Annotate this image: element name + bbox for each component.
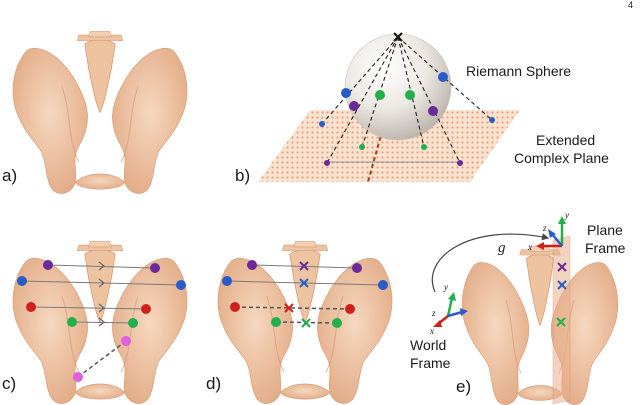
panel-label-d: d) xyxy=(206,374,221,393)
sagittal-plane xyxy=(552,235,571,405)
landmark-blue xyxy=(378,280,388,290)
landmark-purple xyxy=(43,260,53,270)
pelvis-model xyxy=(12,30,188,195)
landmark-links xyxy=(21,264,182,324)
sphere-point-green xyxy=(375,90,385,100)
landmark-blue xyxy=(176,280,186,290)
panel-label-a: a) xyxy=(2,166,17,185)
landmark-red xyxy=(141,304,151,314)
magenta-link xyxy=(77,340,127,378)
complex-plane-label-line1: Extended xyxy=(536,132,595,148)
landmark-blue xyxy=(17,276,27,286)
world-axis-z-label: z xyxy=(431,308,436,318)
sphere-point-blue xyxy=(341,88,351,98)
landmark-red xyxy=(230,302,240,312)
world-axis-y-label: y xyxy=(443,282,448,292)
world-frame-axes: y x z xyxy=(429,282,468,336)
projection-line xyxy=(326,36,399,164)
plane-point-green xyxy=(421,144,427,150)
plane-frame-label-line1: Plane xyxy=(587,222,623,238)
panel-e: g y x z y x z xyxy=(410,210,626,405)
plane-point-purple xyxy=(457,160,463,166)
landmark-purple xyxy=(247,260,257,270)
plane-point-purple xyxy=(324,160,330,166)
plane-point-blue xyxy=(489,117,495,123)
plane-point-green xyxy=(359,144,365,150)
midpoint-green xyxy=(301,318,311,328)
landmark-purple xyxy=(150,263,160,273)
landmark-magenta xyxy=(73,372,83,382)
plane-axis-z-label: z xyxy=(542,223,547,233)
plane-landmarks xyxy=(556,262,567,327)
pelvis-model xyxy=(461,245,619,405)
extended-complex-plane xyxy=(258,110,520,182)
midpoint-blue xyxy=(299,278,309,288)
sphere-point-green xyxy=(405,90,415,100)
world-axis-x-label: x xyxy=(429,326,434,336)
midpoint-markers xyxy=(284,261,311,328)
plane-mark-blue xyxy=(557,280,567,290)
transform-label: g xyxy=(498,240,506,256)
landmark-green xyxy=(271,317,281,327)
panel-d: d) xyxy=(206,240,393,405)
world-frame-label-line1: World xyxy=(410,337,446,353)
riemann-sphere-label: Riemann Sphere xyxy=(466,63,571,79)
direction-arrows xyxy=(98,261,105,327)
plane-frame-label-line2: Frame xyxy=(585,240,626,256)
landmark-green xyxy=(67,317,77,327)
panel-c: c) xyxy=(2,240,188,405)
plane-axis-y-label: y xyxy=(564,210,569,220)
complex-plane-label-line2: Complex Plane xyxy=(514,150,609,166)
landmark-magenta xyxy=(121,336,131,346)
panel-a: a) xyxy=(2,30,188,195)
plane-frame-axes: y x z xyxy=(527,210,569,252)
landmark-green xyxy=(128,318,138,328)
projection-line xyxy=(397,36,461,164)
world-axis-y xyxy=(446,297,454,317)
sphere-point-purple xyxy=(349,101,359,111)
world-axis-z xyxy=(447,310,463,318)
landmark-red xyxy=(345,304,355,314)
panel-b: Riemann Sphere Extended Complex Plane b) xyxy=(235,32,609,185)
page-number: 4 xyxy=(628,0,633,10)
plane-mark-green xyxy=(556,317,566,327)
sphere-point-purple xyxy=(428,106,438,116)
riemann-sphere xyxy=(344,33,452,141)
projection-line xyxy=(321,36,399,125)
landmark-green xyxy=(332,318,342,328)
plane-axis-z xyxy=(551,233,563,247)
landmark-blue xyxy=(222,276,232,286)
world-frame-label-line2: Frame xyxy=(410,355,451,371)
panel-label-e: e) xyxy=(456,377,471,396)
sphere-point-blue xyxy=(438,72,448,82)
midpoint-purple xyxy=(299,261,309,271)
plane-axis-line xyxy=(367,109,389,183)
north-pole-marker xyxy=(393,32,403,42)
plane-axis-x-label: x xyxy=(527,242,532,252)
panel-label-c: c) xyxy=(2,374,16,393)
landmark-red xyxy=(26,302,36,312)
plane-point-blue xyxy=(319,121,325,127)
landmark-purple xyxy=(352,263,362,273)
plane-mark-purple xyxy=(557,262,567,272)
transform-arrow xyxy=(431,233,550,293)
midpoint-red xyxy=(284,303,294,313)
panel-label-b: b) xyxy=(235,166,250,185)
